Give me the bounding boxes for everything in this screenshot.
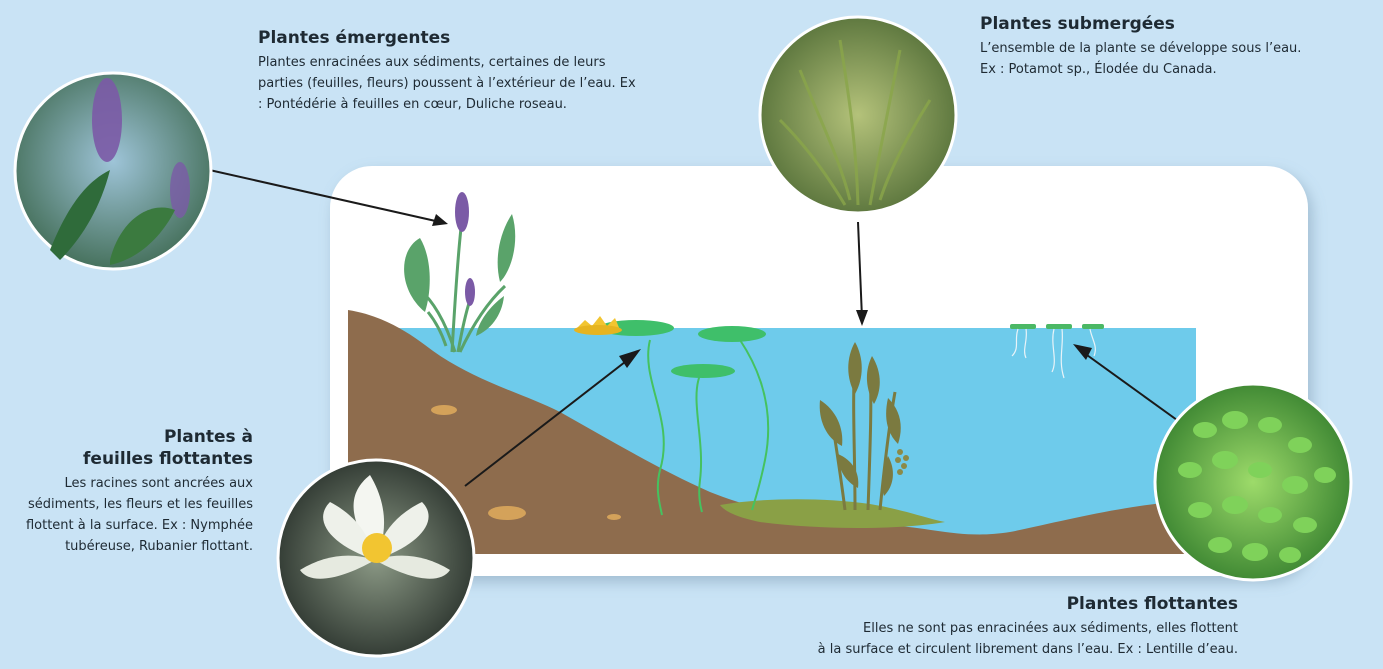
- floating-description-line2: à la surface et circulent librement dans…: [620, 639, 1238, 660]
- emergent-description: Plantes enracinées aux sédiments, certai…: [258, 52, 638, 115]
- floating-leaf-title-line2: feuilles flottantes: [0, 448, 253, 470]
- sediment-pebble: [488, 506, 526, 520]
- submerged-title: Plantes submergées: [980, 14, 1310, 35]
- floating-label: Plantes flottantes Elles ne sont pas enr…: [620, 594, 1238, 660]
- floating-leaf-description: Les racines sont ancrées aux sédiments, …: [0, 473, 253, 557]
- floating-description-line1: Elles ne sont pas enracinées aux sédimen…: [620, 618, 1238, 639]
- submerged-label: Plantes submergées L’ensemble de la plan…: [980, 14, 1310, 80]
- emergent-label: Plantes émergentes Plantes enracinées au…: [258, 28, 638, 115]
- sediment-pebble: [431, 405, 457, 415]
- floating-leaf-label: Plantes à feuilles flottantes Les racine…: [0, 426, 253, 557]
- emergent-title: Plantes émergentes: [258, 28, 638, 49]
- floating-leaf-title-line1: Plantes à: [0, 426, 253, 448]
- floating-title: Plantes flottantes: [620, 594, 1238, 615]
- sediment-pebble: [607, 514, 621, 520]
- submerged-description: L’ensemble de la plante se développe sou…: [980, 38, 1310, 80]
